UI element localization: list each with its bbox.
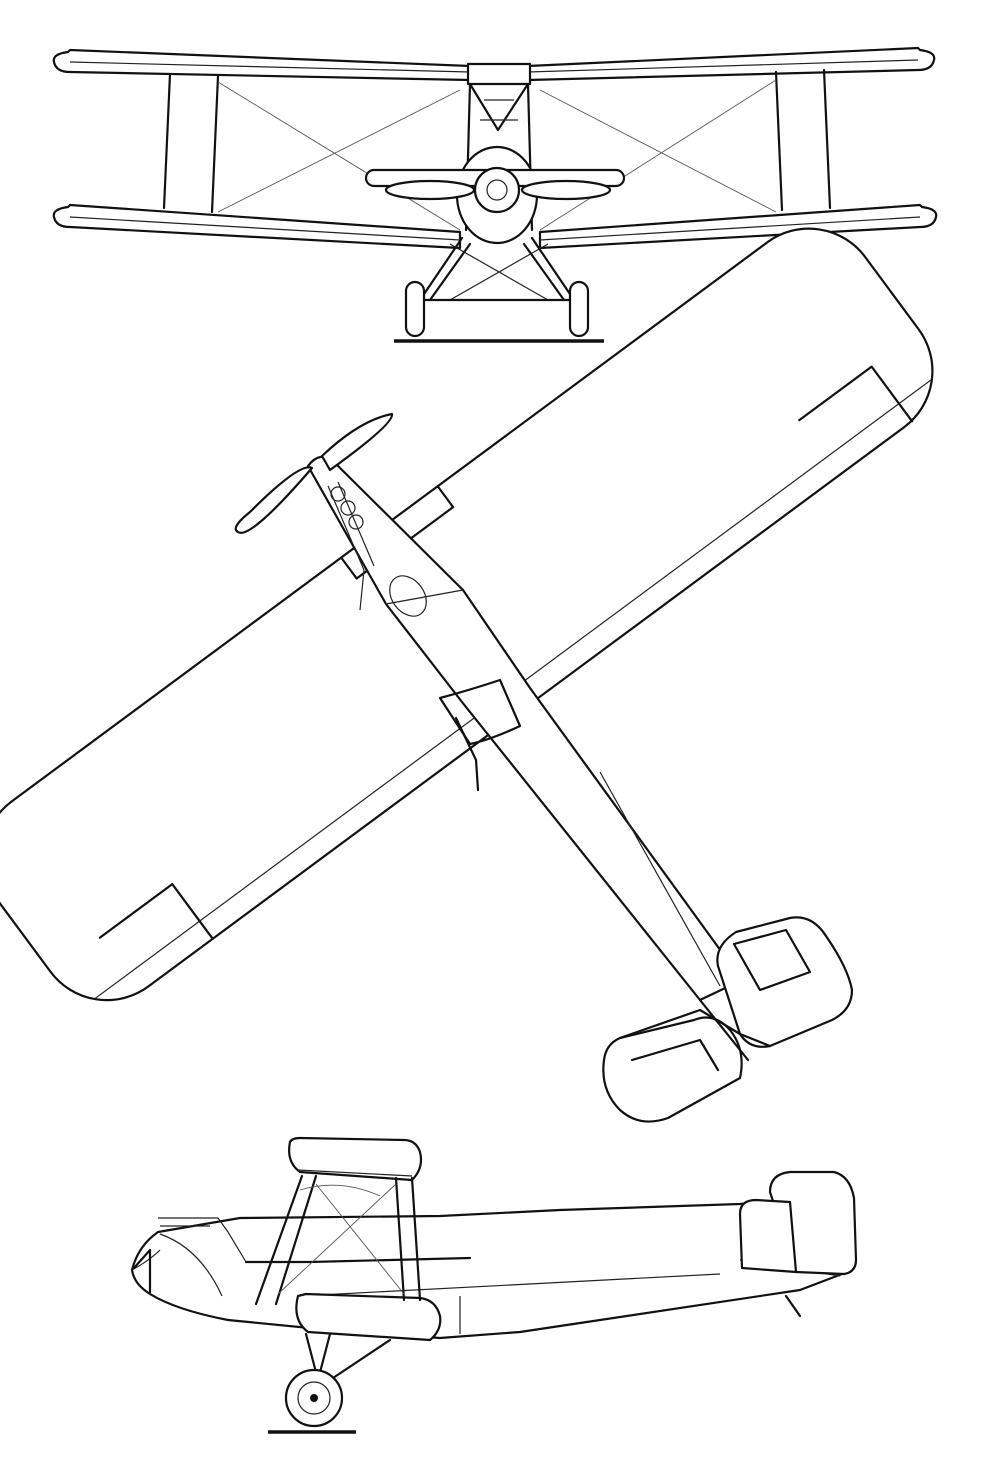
top-fuselage bbox=[306, 455, 744, 1002]
side-struts bbox=[254, 1174, 422, 1306]
side-tail bbox=[738, 1170, 858, 1318]
top-propeller bbox=[234, 412, 394, 534]
front-right-wheel-icon bbox=[568, 280, 590, 338]
front-landing-gear bbox=[394, 236, 604, 343]
front-view bbox=[52, 46, 938, 343]
front-interplane-struts bbox=[162, 68, 832, 232]
side-landing-gear bbox=[268, 1332, 392, 1434]
side-upper-wing bbox=[288, 1136, 423, 1182]
front-left-wheel-icon bbox=[404, 280, 426, 338]
side-view bbox=[130, 1136, 858, 1434]
top-view bbox=[0, 227, 934, 1123]
front-fuselage bbox=[364, 82, 626, 245]
front-propeller-hub-icon bbox=[473, 166, 521, 214]
side-fuselage bbox=[130, 1200, 844, 1340]
side-lower-wing bbox=[295, 1292, 442, 1342]
front-upper-wing bbox=[52, 46, 936, 86]
top-tailplane bbox=[602, 916, 854, 1123]
front-lower-wing bbox=[52, 203, 938, 250]
